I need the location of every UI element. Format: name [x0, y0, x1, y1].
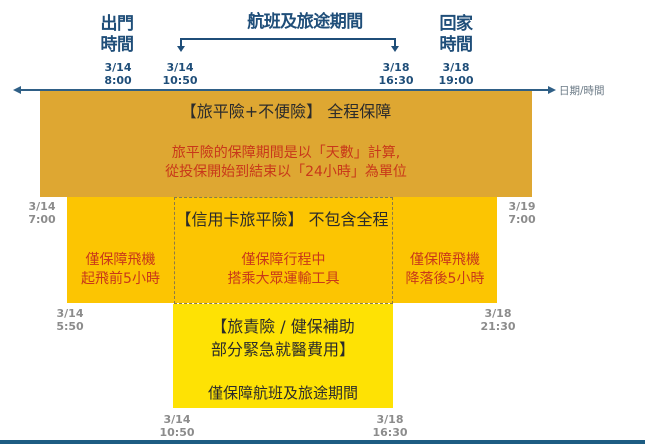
- arrow-down-icon: [391, 46, 399, 52]
- flight-period-label: 航班及旅途期間: [247, 12, 363, 32]
- axis-left-arrow-icon: [13, 86, 21, 94]
- bright-band-title-1: 【旅責險 / 健保補助: [211, 317, 355, 336]
- tick-time: 16:30: [372, 426, 408, 439]
- yellow-band-title: 【信用卡旅平險】 不包含全程: [175, 210, 389, 229]
- flight-period-dashed-box: [174, 197, 393, 304]
- time-axis: [20, 89, 548, 91]
- tick-flight-start: 3/14 10:50: [158, 61, 202, 87]
- bright-end-tick: 3/18 16:30: [368, 413, 412, 439]
- depart-time-label: 出門 時間: [95, 14, 139, 56]
- tick-date: 3/14: [104, 61, 132, 74]
- band-travel-accident-inconvenience: [40, 91, 532, 197]
- orange-band-note-2: 從投保開始到結束以「24小時」為單位: [165, 164, 407, 180]
- orange-end-tick: 3/19 7:00: [502, 200, 542, 226]
- tick-date: 3/18: [376, 413, 404, 426]
- return-time-label: 回家 時間: [434, 14, 478, 56]
- yellow-mid-note-1: 僅保障行程中: [241, 252, 326, 268]
- bright-band-title-2: 部分緊急就醫費用】: [210, 340, 355, 359]
- tick-date: 3/19: [508, 200, 536, 213]
- bracket-right-stem: [394, 38, 396, 47]
- tick-date: 3/18: [442, 61, 470, 74]
- tick-flight-end: 3/18 16:30: [374, 61, 418, 87]
- tick-time: 10:50: [159, 426, 195, 439]
- orange-band-note-1: 旅平險的保障期間是以「天數」計算,: [171, 145, 401, 161]
- tick-time: 16:30: [378, 74, 414, 87]
- bracket-left-stem: [180, 38, 182, 47]
- cropped-top-text: [0, 0, 645, 4]
- yellow-end-tick: 3/18 21:30: [476, 307, 520, 333]
- tick-time: 8:00: [104, 74, 132, 87]
- yellow-left-note-2: 起飛前5小時: [81, 271, 160, 287]
- band-liability-health-insurance: [173, 304, 393, 408]
- band-credit-card-travel-insurance: [67, 197, 497, 303]
- tick-date: 3/14: [163, 413, 191, 426]
- tick-time: 10:50: [162, 74, 198, 87]
- tick-time: 7:00: [508, 213, 536, 226]
- tick-date: 3/14: [28, 200, 56, 213]
- bright-band-note: 僅保障航班及旅途期間: [207, 384, 358, 402]
- tick-time: 5:50: [56, 320, 84, 333]
- tick-date: 3/18: [484, 307, 512, 320]
- bottom-border: [0, 440, 645, 444]
- yellow-right-note-1: 僅保障飛機: [410, 252, 480, 268]
- yellow-mid-note-2: 搭乘大眾運輸工具: [227, 271, 340, 287]
- return-label-line2: 時間: [439, 35, 474, 55]
- return-label-line1: 回家: [439, 14, 474, 34]
- tick-return: 3/18 19:00: [434, 61, 478, 87]
- depart-label-line1: 出門: [100, 14, 135, 34]
- bright-start-tick: 3/14 10:50: [155, 413, 199, 439]
- axis-right-arrow-icon: [548, 86, 556, 94]
- tick-time: 21:30: [480, 320, 516, 333]
- flight-period-bracket: [180, 38, 396, 40]
- orange-band-title: 【旅平險+不便險】 全程保障: [180, 102, 392, 121]
- tick-time: 19:00: [438, 74, 474, 87]
- tick-time: 7:00: [28, 213, 56, 226]
- yellow-start-tick: 3/14 5:50: [50, 307, 90, 333]
- depart-label-line2: 時間: [100, 35, 135, 55]
- yellow-left-note-1: 僅保障飛機: [85, 252, 156, 268]
- tick-depart: 3/14 8:00: [96, 61, 140, 87]
- yellow-right-note-2: 降落後5小時: [405, 271, 485, 287]
- arrow-down-icon: [177, 46, 185, 52]
- axis-label: 日期/時間: [559, 85, 605, 97]
- tick-date: 3/14: [166, 61, 194, 74]
- tick-date: 3/18: [382, 61, 410, 74]
- orange-start-tick: 3/14 7:00: [22, 200, 62, 226]
- tick-date: 3/14: [56, 307, 84, 320]
